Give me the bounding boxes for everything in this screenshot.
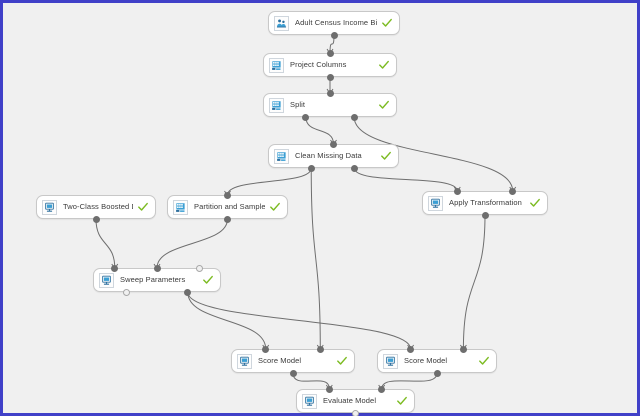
check-icon — [378, 59, 390, 71]
input-port[interactable] — [316, 345, 324, 353]
model-icon — [99, 272, 114, 288]
check-icon — [478, 355, 490, 367]
module-node-evaluate-model[interactable]: Evaluate Model — [296, 389, 415, 413]
input-port[interactable] — [453, 187, 461, 195]
check-icon — [380, 150, 392, 162]
module-node-label: Two-Class Boosted Decision T... — [63, 202, 133, 211]
input-port[interactable] — [224, 191, 231, 199]
input-port[interactable] — [326, 49, 334, 57]
output-port[interactable] — [184, 288, 192, 296]
module-node-label: Project Columns — [290, 60, 347, 69]
check-icon — [378, 99, 390, 111]
module-node-label: Partition and Sample — [194, 202, 265, 211]
model-icon — [42, 199, 57, 215]
output-port[interactable] — [350, 164, 358, 172]
input-port[interactable] — [195, 264, 203, 272]
output-port[interactable] — [224, 215, 231, 223]
module-node-apply-transformation[interactable]: Apply Transformation — [422, 191, 548, 215]
output-port[interactable] — [307, 164, 315, 172]
output-port[interactable] — [352, 409, 359, 416]
module-node-label: Split — [290, 100, 306, 109]
module-node-layer: Adult Census Income Binary C... Project C… — [3, 3, 640, 416]
input-port[interactable] — [509, 187, 517, 195]
check-icon — [269, 201, 281, 213]
check-icon — [336, 355, 348, 367]
check-icon — [396, 395, 408, 407]
output-port[interactable] — [92, 215, 100, 223]
input-port[interactable] — [459, 345, 467, 353]
model-icon — [383, 353, 398, 369]
module-node-label: Adult Census Income Binary C... — [295, 18, 377, 27]
module-node-label: Sweep Parameters — [120, 275, 186, 284]
module-node-two-class-boosted-decision-tree[interactable]: Two-Class Boosted Decision T... — [36, 195, 156, 219]
module-node-label: Score Model — [258, 356, 302, 365]
module-node-sweep-parameters[interactable]: Sweep Parameters — [93, 268, 221, 292]
dataset-icon — [274, 15, 289, 31]
output-port[interactable] — [433, 369, 441, 377]
data-transform-icon — [274, 148, 289, 164]
model-icon — [302, 393, 317, 409]
check-icon — [529, 197, 541, 209]
data-transform-icon — [269, 97, 284, 113]
module-node-label: Apply Transformation — [449, 198, 522, 207]
input-port[interactable] — [153, 264, 161, 272]
input-port[interactable] — [262, 345, 270, 353]
input-port[interactable] — [378, 385, 386, 393]
check-icon — [202, 274, 214, 286]
output-port[interactable] — [122, 288, 130, 296]
input-port[interactable] — [325, 385, 333, 393]
module-node-label: Evaluate Model — [323, 396, 377, 405]
check-icon — [137, 201, 149, 213]
check-icon — [381, 17, 393, 29]
data-transform-icon — [269, 57, 284, 73]
module-node-score-model-left[interactable]: Score Model — [231, 349, 355, 373]
input-port[interactable] — [407, 345, 415, 353]
output-port[interactable] — [330, 31, 338, 39]
input-port[interactable] — [330, 140, 337, 148]
module-node-partition-and-sample[interactable]: Partition and Sample — [167, 195, 288, 219]
output-port[interactable] — [481, 211, 489, 219]
output-port[interactable] — [326, 73, 334, 81]
module-node-label: Clean Missing Data — [295, 151, 362, 160]
data-transform-icon — [173, 199, 188, 215]
module-node-clean-missing-data[interactable]: Clean Missing Data — [268, 144, 399, 168]
output-port[interactable] — [302, 113, 310, 121]
output-port[interactable] — [289, 369, 297, 377]
model-icon — [237, 353, 252, 369]
input-port[interactable] — [111, 264, 119, 272]
model-icon — [428, 195, 443, 211]
module-node-label: Score Model — [404, 356, 448, 365]
input-port[interactable] — [326, 89, 334, 97]
module-node-dataset[interactable]: Adult Census Income Binary C... — [268, 11, 400, 35]
module-node-split[interactable]: Split — [263, 93, 397, 117]
output-port[interactable] — [350, 113, 358, 121]
